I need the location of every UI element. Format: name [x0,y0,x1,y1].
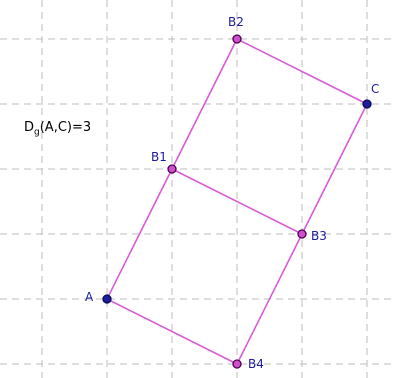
point-a[interactable] [102,294,112,304]
label-b1: B1 [151,150,167,164]
point-b3[interactable] [297,229,307,239]
segment-b4-b3[interactable] [236,233,303,365]
segment-b2-c[interactable] [236,38,368,105]
label-c: C [371,82,379,96]
segment-b1-b2[interactable] [171,38,238,170]
label-b3: B3 [311,229,327,243]
distance-formula: Dg(A,C)=3 [24,120,91,138]
segment-a-b4[interactable] [106,298,238,365]
label-b4: B4 [248,357,264,371]
point-b4[interactable] [232,359,242,369]
label-a: A [85,290,94,304]
segment-b3-c[interactable] [301,103,368,235]
label-b2: B2 [228,15,244,29]
point-b1[interactable] [167,164,177,174]
formula-subscript: g [34,127,40,138]
segments [106,38,368,365]
formula-args: (A,C)=3 [39,120,92,135]
segment-b1-b3[interactable] [171,168,303,235]
point-c[interactable] [362,99,372,109]
segment-a-b1[interactable] [106,168,173,300]
point-b2[interactable] [232,34,242,44]
formula-prefix: D [24,120,35,135]
